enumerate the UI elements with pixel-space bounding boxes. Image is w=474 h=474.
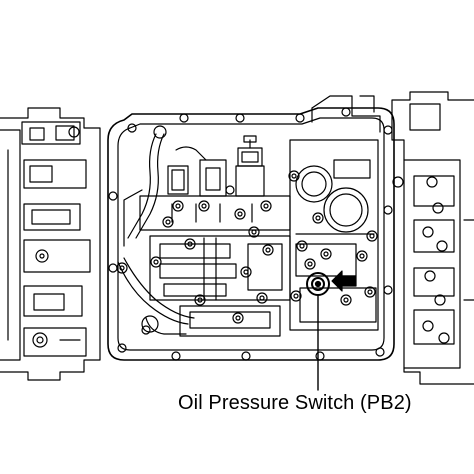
oil-pan-gasket-frame [107, 107, 395, 361]
right-valve-block [289, 139, 379, 331]
oil-pressure-switch [304, 258, 330, 296]
left-case-section [0, 107, 101, 381]
gasket-bolts [108, 107, 393, 361]
pointer-arrow-icon [331, 270, 357, 292]
right-case-section [311, 91, 474, 385]
solenoid-connectors [167, 135, 265, 197]
wire-harness [116, 125, 195, 335]
oil-pressure-switch-label: Oil Pressure Switch (PB2) [178, 392, 412, 414]
valve-body-bolts [141, 170, 378, 335]
